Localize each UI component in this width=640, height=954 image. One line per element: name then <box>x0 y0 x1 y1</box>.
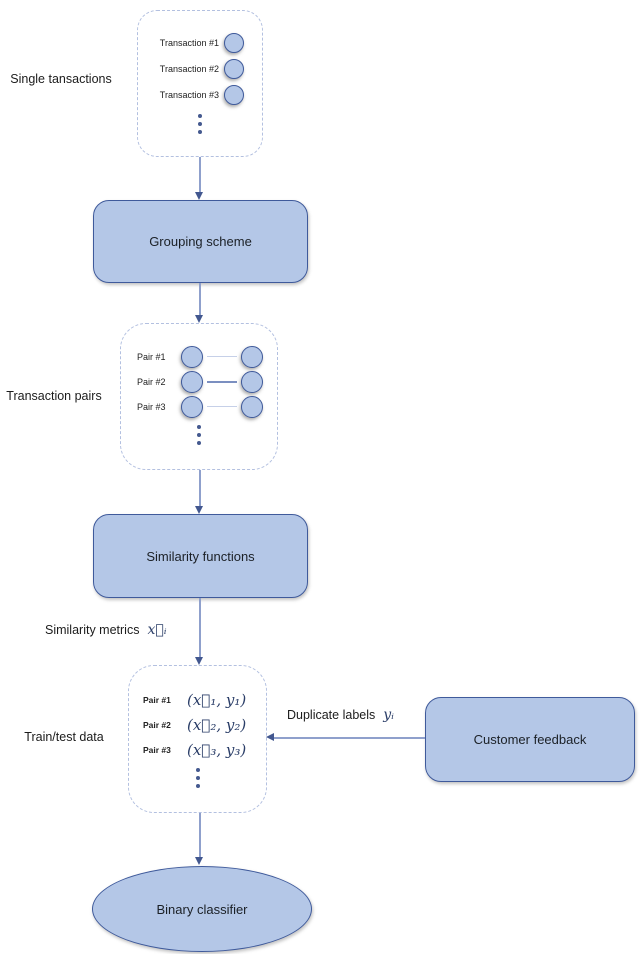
arrowhead-down-icon <box>195 506 203 514</box>
transaction-row: Transaction #1 <box>138 30 262 56</box>
label-duplicate-labels: Duplicate labels yᵢ <box>287 707 394 723</box>
label-similarity-metrics: Similarity metrics x⃗ᵢ <box>45 622 167 638</box>
arrow-line <box>199 283 201 316</box>
feature-label-math: (x⃗₃, y₃) <box>187 740 247 759</box>
pair-node-icon <box>181 370 203 393</box>
feature-label-math: (x⃗₁, y₁) <box>187 690 247 709</box>
pair-label: Pair #2 <box>137 376 166 387</box>
pair-connector <box>207 406 237 407</box>
single-transactions-group: Transaction #1 Transaction #2 Transactio… <box>137 10 263 157</box>
node-binary-classifier: Binary classifier <box>92 866 312 952</box>
pair-row: Pair #2 <box>121 369 277 394</box>
pair-connector <box>207 380 237 383</box>
transaction-label: Transaction #1 <box>159 38 219 48</box>
similarity-metrics-math: x⃗ᵢ <box>147 622 167 638</box>
node-grouping-scheme: Grouping scheme <box>93 200 308 283</box>
arrowhead-left-icon <box>266 733 274 741</box>
label-single-transactions: Single tansactions <box>10 72 112 86</box>
ellipsis-dots-icon <box>121 425 277 445</box>
arrow-line <box>199 470 201 507</box>
arrowhead-down-icon <box>195 315 203 323</box>
arrowhead-down-icon <box>195 657 203 665</box>
transaction-label: Transaction #2 <box>159 64 219 74</box>
similarity-metrics-text: Similarity metrics <box>45 623 140 637</box>
transaction-node-icon <box>224 85 244 105</box>
transaction-node-icon <box>224 33 244 53</box>
node-similarity-functions: Similarity functions <box>93 514 308 598</box>
pair-node-icon <box>241 370 263 393</box>
ellipsis-dots-icon <box>129 768 266 788</box>
arrow-line <box>199 813 201 858</box>
pair-connector <box>207 356 237 357</box>
duplicate-labels-text: Duplicate labels <box>287 708 376 722</box>
pair-label: Pair #1 <box>143 694 171 705</box>
feature-label-math: (x⃗₂, y₂) <box>187 715 247 734</box>
transaction-pairs-group: Pair #1 Pair #2 Pair #3 <box>120 323 278 470</box>
pair-label: Pair #2 <box>143 719 171 730</box>
pair-node-icon <box>241 395 263 418</box>
node-customer-feedback: Customer feedback <box>425 697 635 782</box>
pair-label: Pair #3 <box>137 401 166 412</box>
label-transaction-pairs: Transaction pairs <box>6 389 102 403</box>
arrow-line <box>199 157 201 193</box>
ellipsis-dots-icon <box>138 114 262 134</box>
train-row: Pair #2 (x⃗₂, y₂) <box>129 712 266 737</box>
train-row: Pair #3 (x⃗₃, y₃) <box>129 737 266 762</box>
arrowhead-down-icon <box>195 857 203 865</box>
train-row: Pair #1 (x⃗₁, y₁) <box>129 687 266 712</box>
pair-node-icon <box>241 345 263 368</box>
transaction-row: Transaction #2 <box>138 56 262 82</box>
pair-label: Pair #1 <box>137 351 166 362</box>
pair-node-icon <box>181 395 203 418</box>
pair-node-icon <box>181 345 203 368</box>
pair-row: Pair #1 <box>121 344 277 369</box>
pair-row: Pair #3 <box>121 394 277 419</box>
train-test-data-group: Pair #1 (x⃗₁, y₁) Pair #2 (x⃗₂, y₂) Pair… <box>128 665 267 813</box>
arrow-line <box>274 737 425 739</box>
transaction-node-icon <box>224 59 244 79</box>
arrowhead-down-icon <box>195 192 203 200</box>
pair-label: Pair #3 <box>143 744 171 755</box>
transaction-row: Transaction #3 <box>138 82 262 108</box>
transaction-label: Transaction #3 <box>159 90 219 100</box>
label-train-test-data: Train/test data <box>24 730 104 744</box>
arrow-line <box>199 598 201 658</box>
duplicate-labels-math: yᵢ <box>383 707 394 723</box>
